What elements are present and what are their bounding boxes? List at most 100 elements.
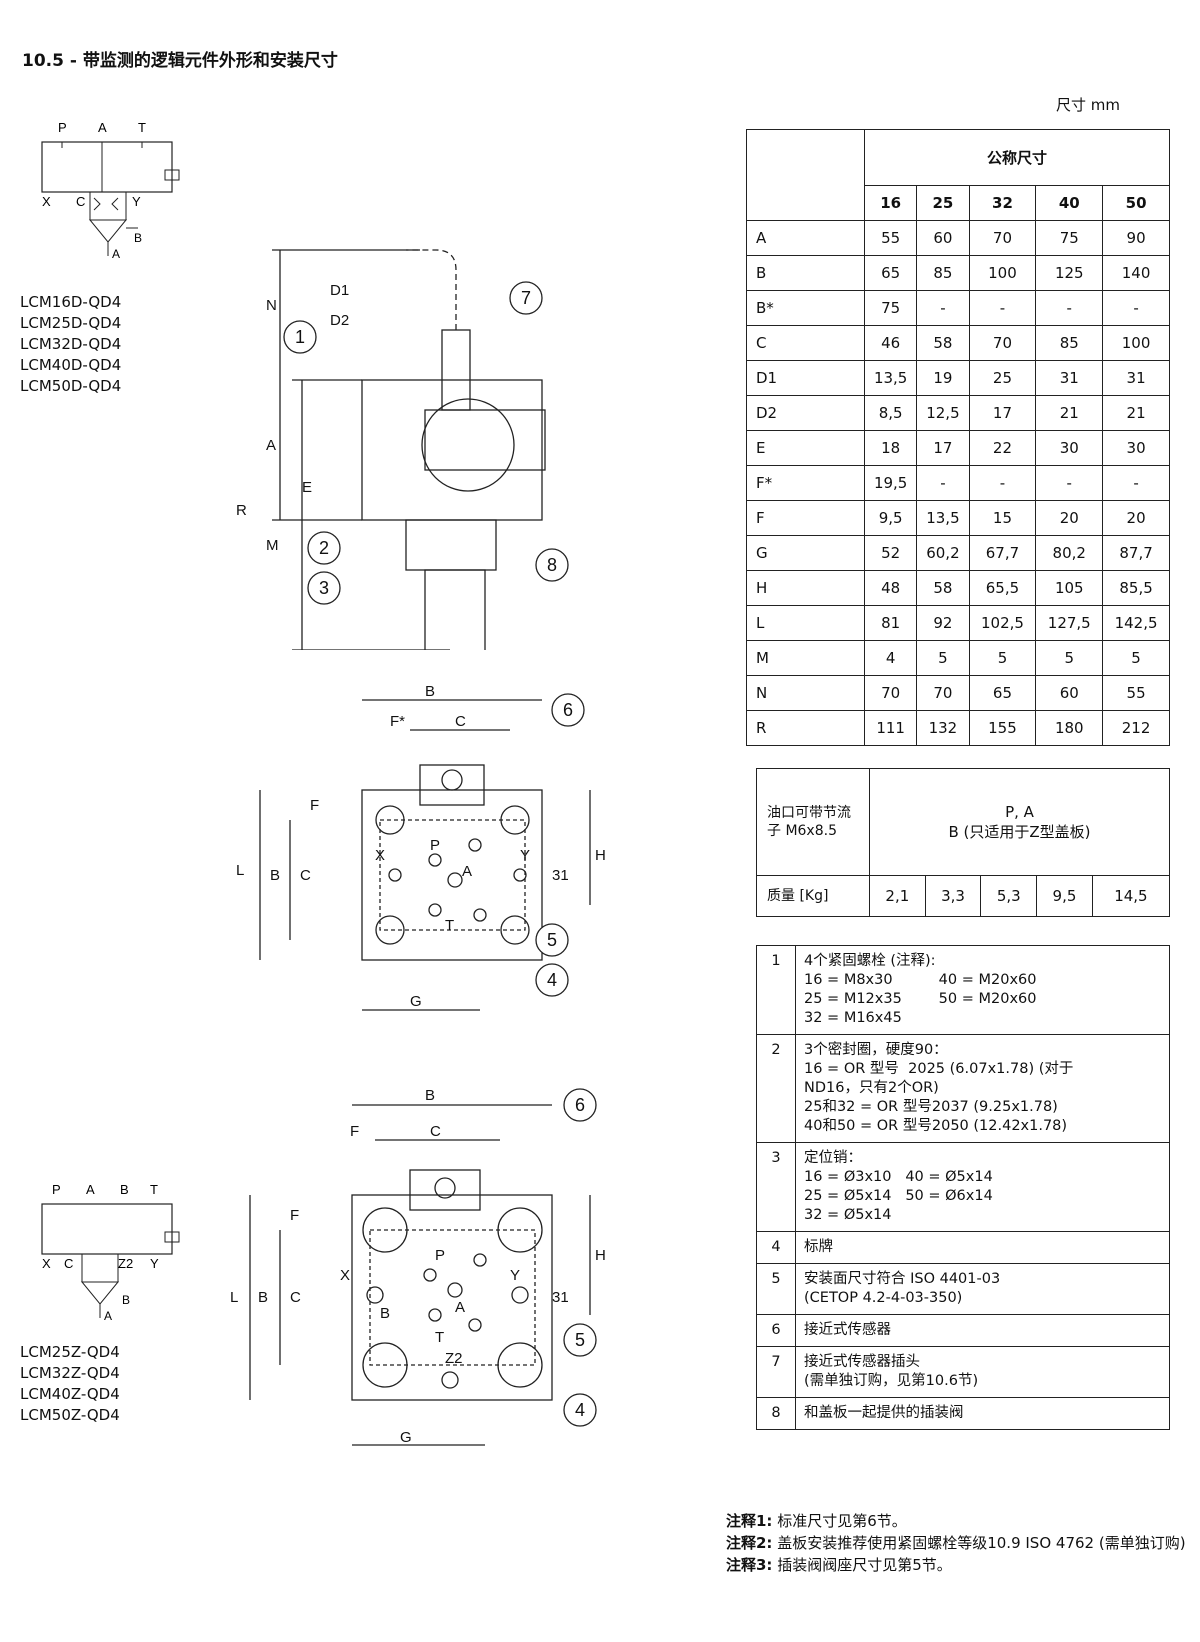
dim-label: 31 [552,867,569,884]
note-text: 盖板安装推荐使用紧固螺栓等级10.9 ISO 4762 (需单独订购) [777,1534,1186,1552]
item-line: 接近式传感器 [804,1322,891,1338]
dim-cell: 55 [1102,675,1170,711]
mass-cell: 5,3 [980,875,1038,917]
dim-row-label: L [746,605,865,641]
dim-label: A [266,437,276,454]
dim-cell: 18 [863,430,918,466]
item-number: 5 [756,1263,796,1315]
item-description: 安装面尺寸符合 ISO 4401-03(CETOP 4.2-4-03-350) [795,1263,1170,1315]
item-description: 接近式传感器插头(需单独订购，见第10.6节) [795,1346,1170,1398]
dim-cell: 8,5 [863,395,918,431]
dim-cell: 58 [916,570,970,606]
dim-cell: 5 [1035,640,1104,676]
model-code: LCM25D-QD4 [20,314,122,332]
dim-cell: 17 [968,395,1037,431]
symbol-label: Y [132,194,141,209]
port-label: P [430,837,440,854]
item-line: 3个密封圈，硬度90： [804,1042,948,1058]
note-3: 注释3: 插装阀阀座尺寸见第5节。 [726,1554,1186,1576]
dim-row-label: F [746,500,865,536]
item-line: 25 = M12x35 50 = M20x60 [804,991,1037,1007]
dim-label: C [430,1123,441,1140]
dim-cell: 9,5 [863,500,918,536]
dim-row: B*75---- [746,290,1170,326]
dim-label: B [425,1087,435,1104]
dim-cell: 127,5 [1035,605,1104,641]
port-label: A [455,1299,465,1316]
dim-cell: 85,5 [1102,570,1170,606]
port-label: T [435,1329,444,1346]
item-callout: 4 [575,1400,585,1420]
item-line: 定位销： [804,1150,862,1166]
dim-label: C [290,1289,301,1306]
dim-row: F*19,5---- [746,465,1170,501]
dim-cell: 92 [916,605,970,641]
size-cell: 16 [863,184,918,222]
dim-cell: 15 [968,500,1037,536]
dim-label: G [400,1429,412,1446]
symbol-label: P [58,120,67,135]
item-callout: 7 [521,288,531,308]
hydraulic-symbol-d: P A T X C Y B A [41,120,180,261]
port-value: P, A [1005,803,1034,821]
note-text: 插装阀阀座尺寸见第5节。 [777,1556,952,1574]
dim-label: H [595,847,606,864]
port-label: T [445,917,454,934]
item-line: 25 = Ø5x14 50 = Ø6x14 [804,1188,993,1204]
dim-cell: 132 [916,710,970,746]
dim-row-label: R [746,710,865,746]
dim-cell: 4 [863,640,918,676]
mass-cell: 14,5 [1091,875,1171,917]
mass-cell: 2,1 [869,875,926,917]
dim-cell: 17 [916,430,970,466]
item-description: 标牌 [795,1231,1170,1264]
model-code: LCM32Z-QD4 [20,1364,120,1382]
dim-cell: 87,7 [1102,535,1170,571]
item-description: 接近式传感器 [795,1314,1170,1347]
symbol-label: C [76,194,85,209]
dim-cell: 5 [916,640,970,676]
dim-cell: - [916,465,970,501]
notes: 注释1: 标准尺寸见第6节。 注释2: 盖板安装推荐使用紧固螺栓等级10.9 I… [726,1510,1186,1576]
dim-cell: 20 [1102,500,1170,536]
symbol-label: C [64,1256,73,1271]
dim-row-label: G [746,535,865,571]
dim-cell: 60,2 [916,535,970,571]
item-number: 4 [756,1231,796,1264]
symbol-label: T [150,1182,158,1197]
top-view-z-drawing: B F C F L B C H 31 G P X Y A B T Z2 6 5 … [230,1087,606,1446]
dim-cell: 70 [968,220,1037,256]
size-cell: 25 [916,184,970,222]
dim-cell: 80,2 [1035,535,1104,571]
model-code: LCM50Z-QD4 [20,1406,120,1424]
symbol-label: Z2 [118,1256,133,1271]
port-label: Y [510,1267,520,1284]
dim-cell: 65,5 [968,570,1037,606]
dim-cell: 155 [968,710,1037,746]
dim-cell: 31 [1035,360,1104,396]
item-line: 16 = M8x30 40 = M20x60 [804,972,1037,988]
dim-label: B [425,683,435,700]
item-line: 40和50 = OR 型号2050 (12.42x1.78) [804,1118,1068,1134]
dim-cell: 102,5 [968,605,1037,641]
item-line: 标牌 [804,1239,833,1255]
port-label: A [462,863,472,880]
item-callout: 6 [563,700,573,720]
dim-label: L [236,862,244,879]
dim-cell: 58 [916,325,970,361]
dim-cell: - [1102,290,1170,326]
dim-label: F [350,1123,359,1140]
item-callout: 6 [575,1095,585,1115]
symbol-label: P [52,1182,61,1197]
item-row: 4 标牌 [756,1231,1170,1264]
note-1: 注释1: 标准尺寸见第6节。 [726,1510,1186,1532]
dim-cell: 13,5 [863,360,918,396]
item-callout: 4 [547,970,557,990]
